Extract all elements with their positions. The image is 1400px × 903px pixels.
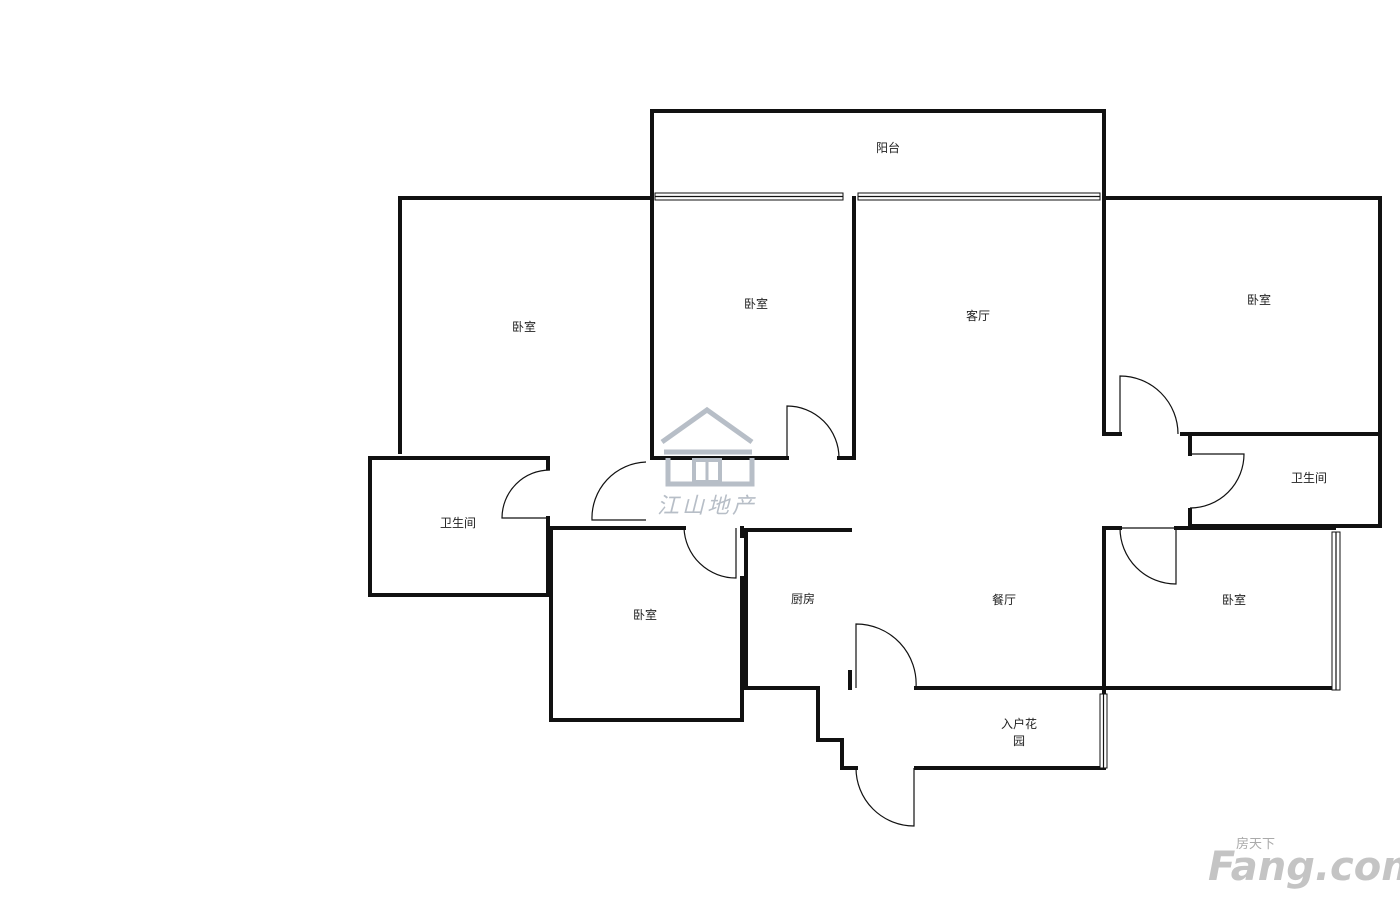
label-bedroom-nw: 卧室 — [512, 319, 536, 334]
label-bathroom-west: 卫生间 — [440, 516, 476, 530]
windows — [654, 192, 1341, 769]
door-sw-bedroom — [683, 527, 737, 579]
label-entry-garden-line1: 入户花 — [1001, 716, 1037, 731]
label-bedroom-ne: 卧室 — [1247, 292, 1271, 307]
label-bedroom-north: 卧室 — [744, 296, 768, 311]
door-se-bedroom — [1119, 527, 1177, 585]
door-ne-bedroom — [1119, 375, 1179, 435]
walls — [368, 109, 1382, 770]
label-dining-room: 餐厅 — [992, 592, 1016, 607]
label-bathroom-east: 卫生间 — [1291, 471, 1327, 485]
fang-logo: 房天下 Fang.com — [1208, 836, 1400, 890]
agency-watermark: 江山地产 — [657, 406, 757, 519]
fang-logo-cn: 房天下 — [1236, 836, 1275, 852]
door-kitchen — [855, 623, 917, 689]
label-entry-garden-line2: 园 — [1013, 734, 1025, 748]
room-labels: 阳台 卧室 卧室 客厅 卧室 卫生间 卫生间 卧室 厨房 餐厅 卧室 入户花 园 — [440, 140, 1327, 748]
doors — [501, 375, 1245, 827]
label-bedroom-sw: 卧室 — [633, 607, 657, 622]
label-kitchen: 厨房 — [791, 591, 815, 606]
door-east-bathroom — [1189, 453, 1245, 509]
agency-watermark-text: 江山地产 — [657, 494, 757, 519]
label-bedroom-se: 卧室 — [1222, 592, 1246, 607]
door-north-bedroom — [786, 405, 840, 459]
label-balcony: 阳台 — [876, 140, 900, 155]
door-west-bathroom — [501, 469, 551, 519]
door-west-bedroom — [591, 461, 647, 521]
house-logo-icon — [660, 406, 755, 487]
fang-logo-en: Fang.com — [1208, 844, 1400, 890]
label-living-room: 客厅 — [966, 308, 990, 323]
door-entrance — [855, 767, 915, 827]
